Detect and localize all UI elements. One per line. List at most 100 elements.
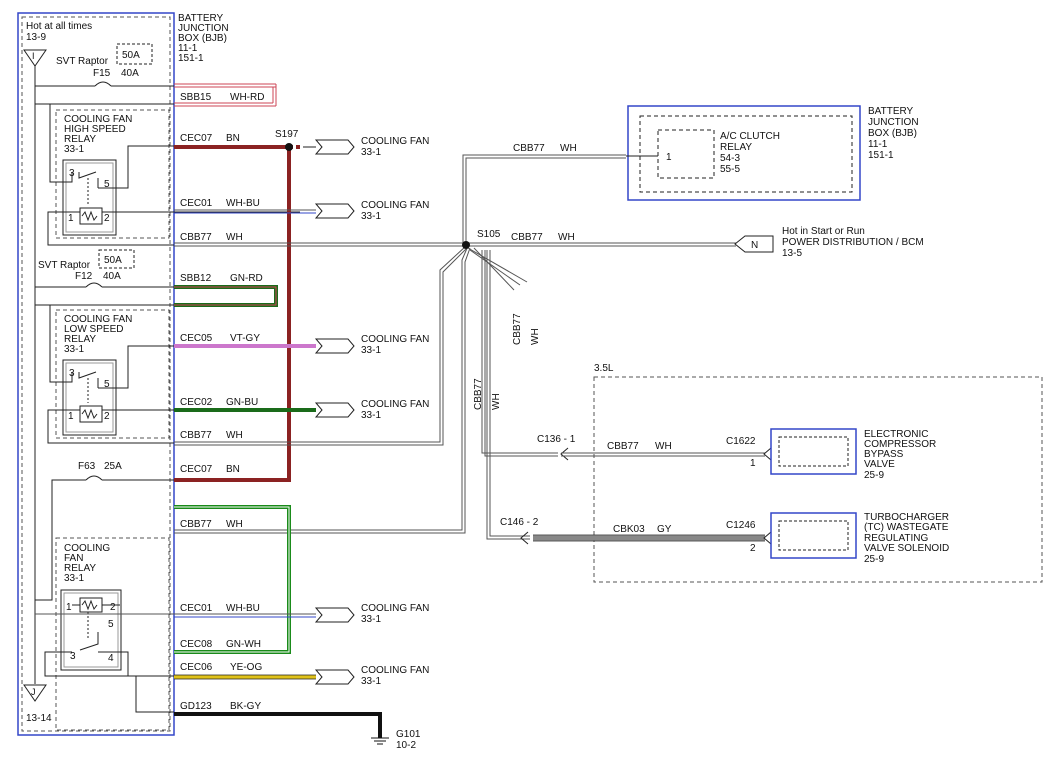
cooling-fan-connector-1: COOLING FAN 33-1 [314, 136, 429, 158]
splice-s197-icon [285, 143, 293, 151]
f15-label: F15 [93, 68, 111, 79]
f12-alt-box [98, 249, 135, 269]
tc-name-3: REGULATING [864, 533, 928, 544]
wire-gd123-color: BK-GY [230, 701, 261, 712]
bjb-left-border [17, 12, 175, 736]
hot-ref: 13-9 [26, 32, 46, 43]
low-relay-body [62, 359, 117, 436]
wire-cbb77-c-color: WH [226, 519, 243, 530]
fan-relay-switch-icon [79, 632, 99, 651]
engine-3-5l-box [593, 376, 1043, 583]
bjb-right-title-2: JUNCTION [868, 117, 919, 128]
wire-cec07-top-color: BN [226, 133, 240, 144]
cooling-fan-connector-6: COOLING FAN 33-1 [314, 665, 429, 687]
low-relay-pin-5: 5 [104, 379, 110, 390]
f12-note: SVT Raptor [38, 260, 91, 271]
bcm-note: Hot in Start or Run [782, 226, 865, 237]
splice-s197-label: S197 [275, 129, 299, 140]
fan-relay-pin-1: 1 [66, 602, 72, 613]
fan-relay-pin-2: 2 [110, 602, 116, 613]
bjb-right-border [627, 105, 861, 201]
high-relay-ref: 33-1 [64, 144, 84, 155]
wire-cbb77-a-circuit: CBB77 [180, 232, 212, 243]
bjb-right-ref-2: 151-1 [868, 150, 894, 161]
wire-cbb77-ecb-color: WH [655, 441, 672, 452]
wire-cec07-top-circuit: CEC07 [180, 133, 213, 144]
fan-relay-name-1: COOLING [64, 543, 110, 554]
cooling-fan-connector-5: COOLING FAN 33-1 [314, 603, 429, 625]
fan4-name: COOLING FAN [361, 399, 429, 410]
fan-relay-pin-4: 4 [108, 653, 114, 664]
ac-relay-name-2: RELAY [720, 142, 752, 153]
f12-fuse-icon [85, 282, 103, 288]
high-relay-name-3: RELAY [64, 134, 96, 145]
wire-cec01-top-color: WH-BU [226, 198, 260, 209]
connector-c136-icon [560, 447, 569, 461]
connector-c1246-icon [763, 531, 772, 545]
ecb-valve-box [770, 428, 857, 475]
low-relay-name-2: LOW SPEED [64, 324, 123, 335]
ecb-name-3: BYPASS [864, 449, 904, 460]
f12-rating: 40A [103, 271, 121, 282]
wire-cbb77-bcm-circuit: CBB77 [511, 232, 543, 243]
ecb-name-2: COMPRESSOR [864, 439, 936, 450]
bjb-right-ref-1: 11-1 [868, 139, 888, 150]
tc-solenoid-box [770, 512, 857, 559]
wire-cbb77-c [174, 245, 469, 531]
high-relay-pin-2: 2 [104, 213, 110, 224]
fan-relay-name-2: FAN [64, 553, 83, 564]
bcm-connector-icon [734, 235, 774, 253]
bjb-left-title-2: JUNCTION [178, 23, 229, 34]
wire-cec02-circuit: CEC02 [180, 397, 213, 408]
tc-ref: 25-9 [864, 554, 884, 565]
low-relay-coil-icon [79, 405, 103, 423]
bcm-connector-label: N [751, 240, 758, 251]
wire-cec08-circuit: CEC08 [180, 639, 213, 650]
wire-cec05-circuit: CEC05 [180, 333, 213, 344]
wire-cec01-bottom-color: WH-BU [226, 603, 260, 614]
wire-cbb77-v2 [486, 250, 530, 540]
wire-cbb77-b-color: WH [226, 430, 243, 441]
high-relay-switch-icon [78, 171, 97, 179]
wire-cec01-top-circuit: CEC01 [180, 198, 213, 209]
fan6-name: COOLING FAN [361, 665, 429, 676]
high-relay-pin-5: 5 [104, 179, 110, 190]
fan-relay-pin-3: 3 [70, 651, 76, 662]
bcm-ref: 13-5 [782, 248, 802, 259]
connector-c1622-label: C1622 [726, 436, 756, 447]
connector-c1622-icon [763, 447, 772, 461]
high-speed-relay-box [55, 109, 170, 239]
low-relay-name-3: RELAY [64, 334, 96, 345]
ecb-pin: 1 [750, 458, 756, 469]
wire-cbb77-v-lower-color: WH [491, 393, 502, 410]
bjb-left-dashed [21, 16, 171, 732]
connector-c136-label: C136 - 1 [537, 434, 576, 445]
ac-relay-pin: 1 [666, 152, 672, 163]
ac-clutch-relay-box [657, 129, 715, 179]
bjb-right-title-1: BATTERY [868, 106, 914, 117]
fan-relay-ref: 33-1 [64, 573, 84, 584]
ac-relay-ref-1: 54-3 [720, 153, 740, 164]
tc-name-2: (TC) WASTEGATE [864, 522, 949, 533]
ac-relay-ref-2: 55-5 [720, 164, 740, 175]
f63-fuse-icon [85, 475, 103, 481]
wire-cec05-color: VT-GY [230, 333, 260, 344]
fan-relay-body [60, 589, 122, 671]
wire-sbb15-circuit: SBB15 [180, 92, 212, 103]
wire-cbb77-v-upper-circuit: CBB77 [512, 313, 523, 345]
f15-alt-box [116, 43, 153, 65]
tc-name-1: TURBOCHARGER [864, 512, 949, 523]
f15-rating: 40A [121, 68, 139, 79]
fan2-name: COOLING FAN [361, 200, 429, 211]
fan2-ref: 33-1 [361, 211, 381, 222]
wire-cbk03-color: GY [657, 524, 672, 535]
fan5-ref: 33-1 [361, 614, 381, 625]
f15-fuse-icon [94, 81, 112, 87]
ecb-name-4: VALVE [864, 459, 895, 470]
fan-relay-box [55, 537, 170, 731]
connector-i-icon [23, 49, 47, 67]
connector-j-icon [23, 684, 47, 702]
wire-gd123-circuit: GD123 [180, 701, 212, 712]
